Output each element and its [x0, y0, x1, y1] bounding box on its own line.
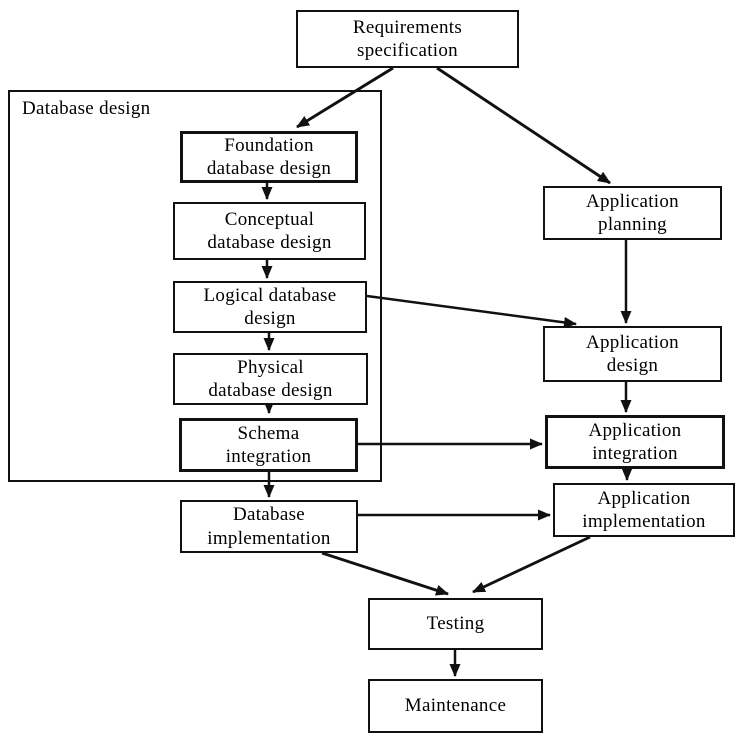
node-physical-database-design: Physical database design [173, 353, 368, 405]
node-database-implementation: Database implementation [180, 500, 358, 553]
node-application-implementation: Application implementation [553, 483, 735, 537]
node-conceptual-database-design: Conceptual database design [173, 202, 366, 260]
arrow-logical-to-application-design [366, 294, 577, 328]
node-maintenance: Maintenance [368, 679, 543, 733]
node-application-design: Application design [543, 326, 722, 382]
node-schema-integration: Schema integration [179, 418, 358, 472]
node-logical-database-design: Logical database design [173, 281, 367, 333]
node-requirements-specification: Requirements specification [296, 10, 519, 68]
arrow-database-implementation-to-testing [321, 551, 449, 596]
node-application-planning: Application planning [543, 186, 722, 240]
database-design-group-label: Database design [22, 98, 151, 119]
node-application-integration: Application integration [545, 415, 725, 469]
node-testing: Testing [368, 598, 543, 650]
arrow-application-implementation-to-testing [472, 535, 591, 594]
node-foundation-database-design: Foundation database design [180, 131, 358, 183]
arrow-requirements-to-application-planning [436, 66, 611, 185]
